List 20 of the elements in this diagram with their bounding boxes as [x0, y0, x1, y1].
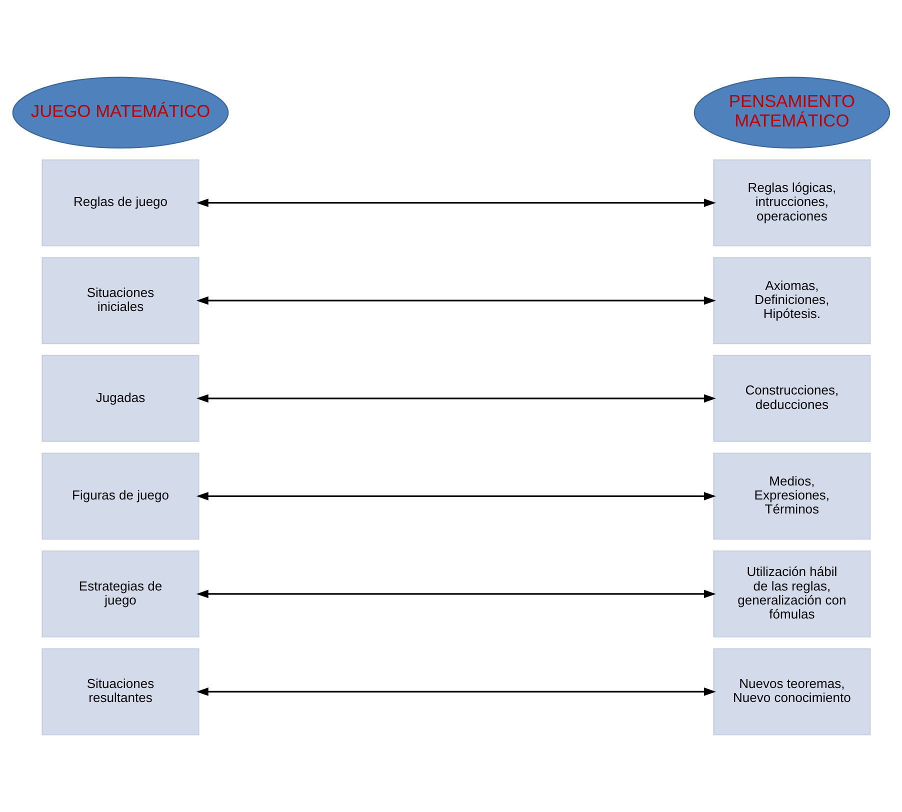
node-box: Estrategias de juego: [42, 550, 200, 638]
arrow: [196, 492, 716, 500]
arrow: [196, 688, 716, 696]
arrow: [196, 394, 716, 403]
arrow: [196, 198, 716, 208]
node-box: Figuras de juego: [42, 452, 200, 540]
node-box: Medios, Expresiones, Términos: [713, 452, 871, 540]
node-box: Situaciones iniciales: [42, 257, 200, 344]
node-ellipse: JUEGO MATEMÁTICO: [12, 76, 229, 148]
node-box: Reglas lógicas, intrucciones, operaciones: [713, 159, 871, 246]
node-box: Nuevos teoremas, Nuevo conocimiento: [713, 648, 871, 736]
node-box: Reglas de juego: [42, 159, 200, 246]
node-box: Jugadas: [42, 354, 200, 442]
node-box: Situaciones resultantes: [42, 648, 200, 736]
node-box: Utilización hábil de las reglas, generalización con fómulas: [713, 550, 871, 638]
node-ellipse: PENSAMIENTO MATEMÁTICO: [694, 76, 890, 148]
arrow: [196, 296, 716, 305]
node-box: Axiomas, Definiciones, Hipótesis.: [713, 257, 871, 344]
arrow: [196, 590, 716, 598]
node-box: Construcciones, deducciones: [713, 354, 871, 442]
